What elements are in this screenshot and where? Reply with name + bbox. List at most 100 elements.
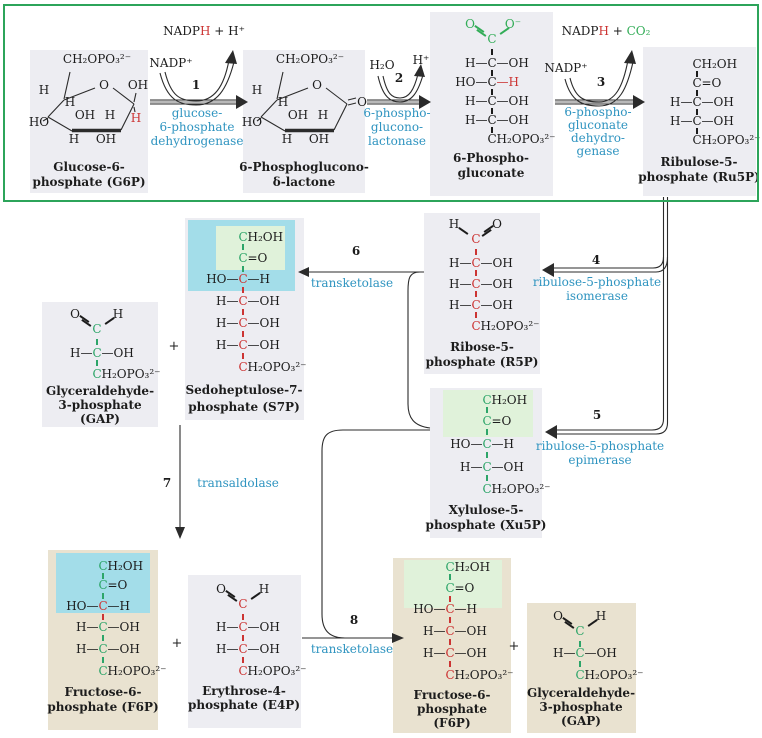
label-f6p1-2: phosphate (F6P) bbox=[47, 700, 159, 714]
label-e4p-2: phosphate (E4P) bbox=[188, 698, 300, 712]
s7p-structure-row: H—C—OH bbox=[216, 294, 280, 308]
label-gap1-2: 3-phosphate bbox=[58, 398, 142, 412]
f6p1-structure-bond bbox=[102, 593, 104, 599]
ru5p-structure-row: H—C—OH bbox=[670, 95, 734, 109]
r5p-structure-bond bbox=[475, 270, 477, 276]
6-phosphogluconate-structure-bond bbox=[491, 49, 493, 55]
enzyme-8: transketolase bbox=[310, 642, 394, 656]
r5p-structure-bond bbox=[475, 312, 477, 318]
label-gap2-3: (GAP) bbox=[561, 714, 601, 728]
r5p-structure-row: H—C—OH bbox=[449, 298, 513, 312]
e4p-structure-row: H—C—OH bbox=[216, 620, 280, 634]
enzyme-1-line-2: 6-phosphate bbox=[159, 120, 235, 134]
f6p2-structure-bond bbox=[449, 574, 451, 580]
6-phosphogluconate-structure-row: H—C—OH bbox=[465, 113, 529, 127]
g6p-ring-ho: HO bbox=[28, 115, 50, 129]
nadph-co2-3: NADPH + CO₂ bbox=[561, 24, 651, 38]
e4p-structure-carbonyl-c: C bbox=[238, 597, 248, 611]
plus-f6p-e4p: + bbox=[171, 636, 183, 651]
enzyme-1-line-1: glucose- bbox=[171, 106, 223, 120]
enzyme-3-line-4: genase bbox=[576, 144, 620, 158]
h2o-2: H₂O bbox=[369, 58, 395, 72]
s7p-structure-row: H—C—OH bbox=[216, 316, 280, 330]
ru5p-structure-row: H—C—OH bbox=[670, 114, 734, 128]
enzyme-4-line-2: isomerase bbox=[566, 289, 628, 303]
reaction-number-3: 3 bbox=[596, 75, 606, 89]
lactone-ring-h4: H bbox=[281, 132, 293, 146]
label-lactone-2: δ-lactone bbox=[272, 175, 336, 189]
nadph-hplus-1: NADPH + H⁺ bbox=[163, 24, 245, 38]
e4p-block bbox=[188, 575, 301, 728]
lactone-ring-ch2opo3: CH₂OPO₃²⁻ bbox=[275, 52, 345, 66]
label-ru5p-1: Ribulose-5- bbox=[660, 155, 738, 169]
f6p1-block-highlight-1 bbox=[56, 553, 150, 613]
label-f6p2-3: (F6P) bbox=[433, 716, 471, 730]
6pg-block bbox=[430, 12, 553, 196]
gap2-block bbox=[527, 603, 636, 733]
reaction-number-2: 2 bbox=[394, 71, 404, 85]
6-phosphogluconate-structure-row: H—C—OH bbox=[465, 94, 529, 108]
enzyme-2-line-2: glucono- bbox=[370, 120, 424, 134]
f6p2-structure-row: C=O bbox=[445, 581, 475, 595]
f6p1-structure-row: H—C—OH bbox=[76, 642, 140, 656]
gap2-structure-bond bbox=[579, 661, 581, 667]
gap1-structure-carbonyl-c: C bbox=[92, 322, 102, 336]
gap2-structure-row: H—C—OH bbox=[553, 646, 617, 660]
ru5p-block bbox=[643, 47, 756, 196]
arrow-reaction-7 bbox=[175, 425, 185, 539]
enzyme-4-line-1: ribulose-5-phosphate bbox=[532, 275, 662, 289]
xu5p-structure-bond bbox=[486, 475, 488, 481]
r5p-structure-row: H—C—OH bbox=[449, 256, 513, 270]
enzyme-3-line-3: dehydro- bbox=[571, 131, 625, 145]
ru5p-structure-bond bbox=[696, 128, 698, 134]
e4p-structure-bond bbox=[242, 657, 244, 663]
label-f6p2-1: Fructose-6- bbox=[413, 688, 491, 702]
lactone-ring-o: O bbox=[312, 78, 322, 92]
s7p-structure-bond bbox=[242, 353, 244, 359]
ru5p-output-line bbox=[557, 197, 669, 435]
6-phosphogluconate-structure-bond bbox=[491, 108, 493, 114]
label-s7p-1: Sedoheptulose-7- bbox=[185, 383, 303, 397]
s7p-structure-bond bbox=[242, 244, 244, 250]
f6p2-structure-row: H—C—OH bbox=[423, 646, 487, 660]
label-e4p-1: Erythrose-4- bbox=[202, 684, 286, 698]
s7p-structure-row: H—C—OH bbox=[216, 338, 280, 352]
xu5p-structure-row: H—C—OH bbox=[460, 460, 524, 474]
xu5p-structure-row: C=O bbox=[482, 414, 512, 428]
f6p2-structure-bond bbox=[449, 617, 451, 623]
s7p-structure-bond bbox=[242, 287, 244, 293]
arrow-reaction-4 bbox=[542, 256, 669, 277]
6-phosphogluconate-structure-row: H—C—OH bbox=[465, 56, 529, 70]
r5p-structure-carbonyl-h: H bbox=[448, 217, 460, 231]
label-f6p2-2: phosphate bbox=[417, 702, 487, 716]
label-lactone-1: 6-Phosphoglucono- bbox=[239, 160, 369, 174]
g6p-ring-h4: H bbox=[68, 132, 80, 146]
plus-f6p-gap: + bbox=[508, 639, 520, 654]
label-gap1-3: (GAP) bbox=[80, 412, 120, 426]
s7p-structure-bond bbox=[242, 331, 244, 337]
enzyme-1-line-3: dehydrogenase bbox=[150, 134, 244, 148]
enzyme-3-line-1: 6-phospho- bbox=[564, 105, 632, 119]
f6p1-structure-bond bbox=[102, 635, 104, 641]
gap2-structure-carbonyl-h: H bbox=[595, 609, 607, 623]
gap1-structure-bond bbox=[96, 360, 98, 366]
label-xu5p-1: Xylulose-5- bbox=[448, 503, 524, 517]
6-phosphogluconate-structure-bond bbox=[491, 127, 493, 133]
s7p-block-highlight-2 bbox=[216, 226, 285, 270]
reaction-number-1: 1 bbox=[191, 78, 201, 92]
gap1-block bbox=[42, 302, 158, 427]
f6p1-structure-row: H—C—OH bbox=[76, 620, 140, 634]
r5p-structure-carbonyl-o: O bbox=[492, 217, 502, 231]
f6p1-structure-bond bbox=[102, 657, 104, 663]
label-gap2-1: Glyceraldehyde- bbox=[526, 686, 636, 700]
gap2-structure-bond bbox=[579, 641, 581, 647]
f6p1-structure-bond bbox=[102, 573, 104, 579]
f6p2-structure-bond bbox=[449, 596, 451, 602]
gap2-structure-carbonyl-o: O bbox=[553, 609, 563, 623]
